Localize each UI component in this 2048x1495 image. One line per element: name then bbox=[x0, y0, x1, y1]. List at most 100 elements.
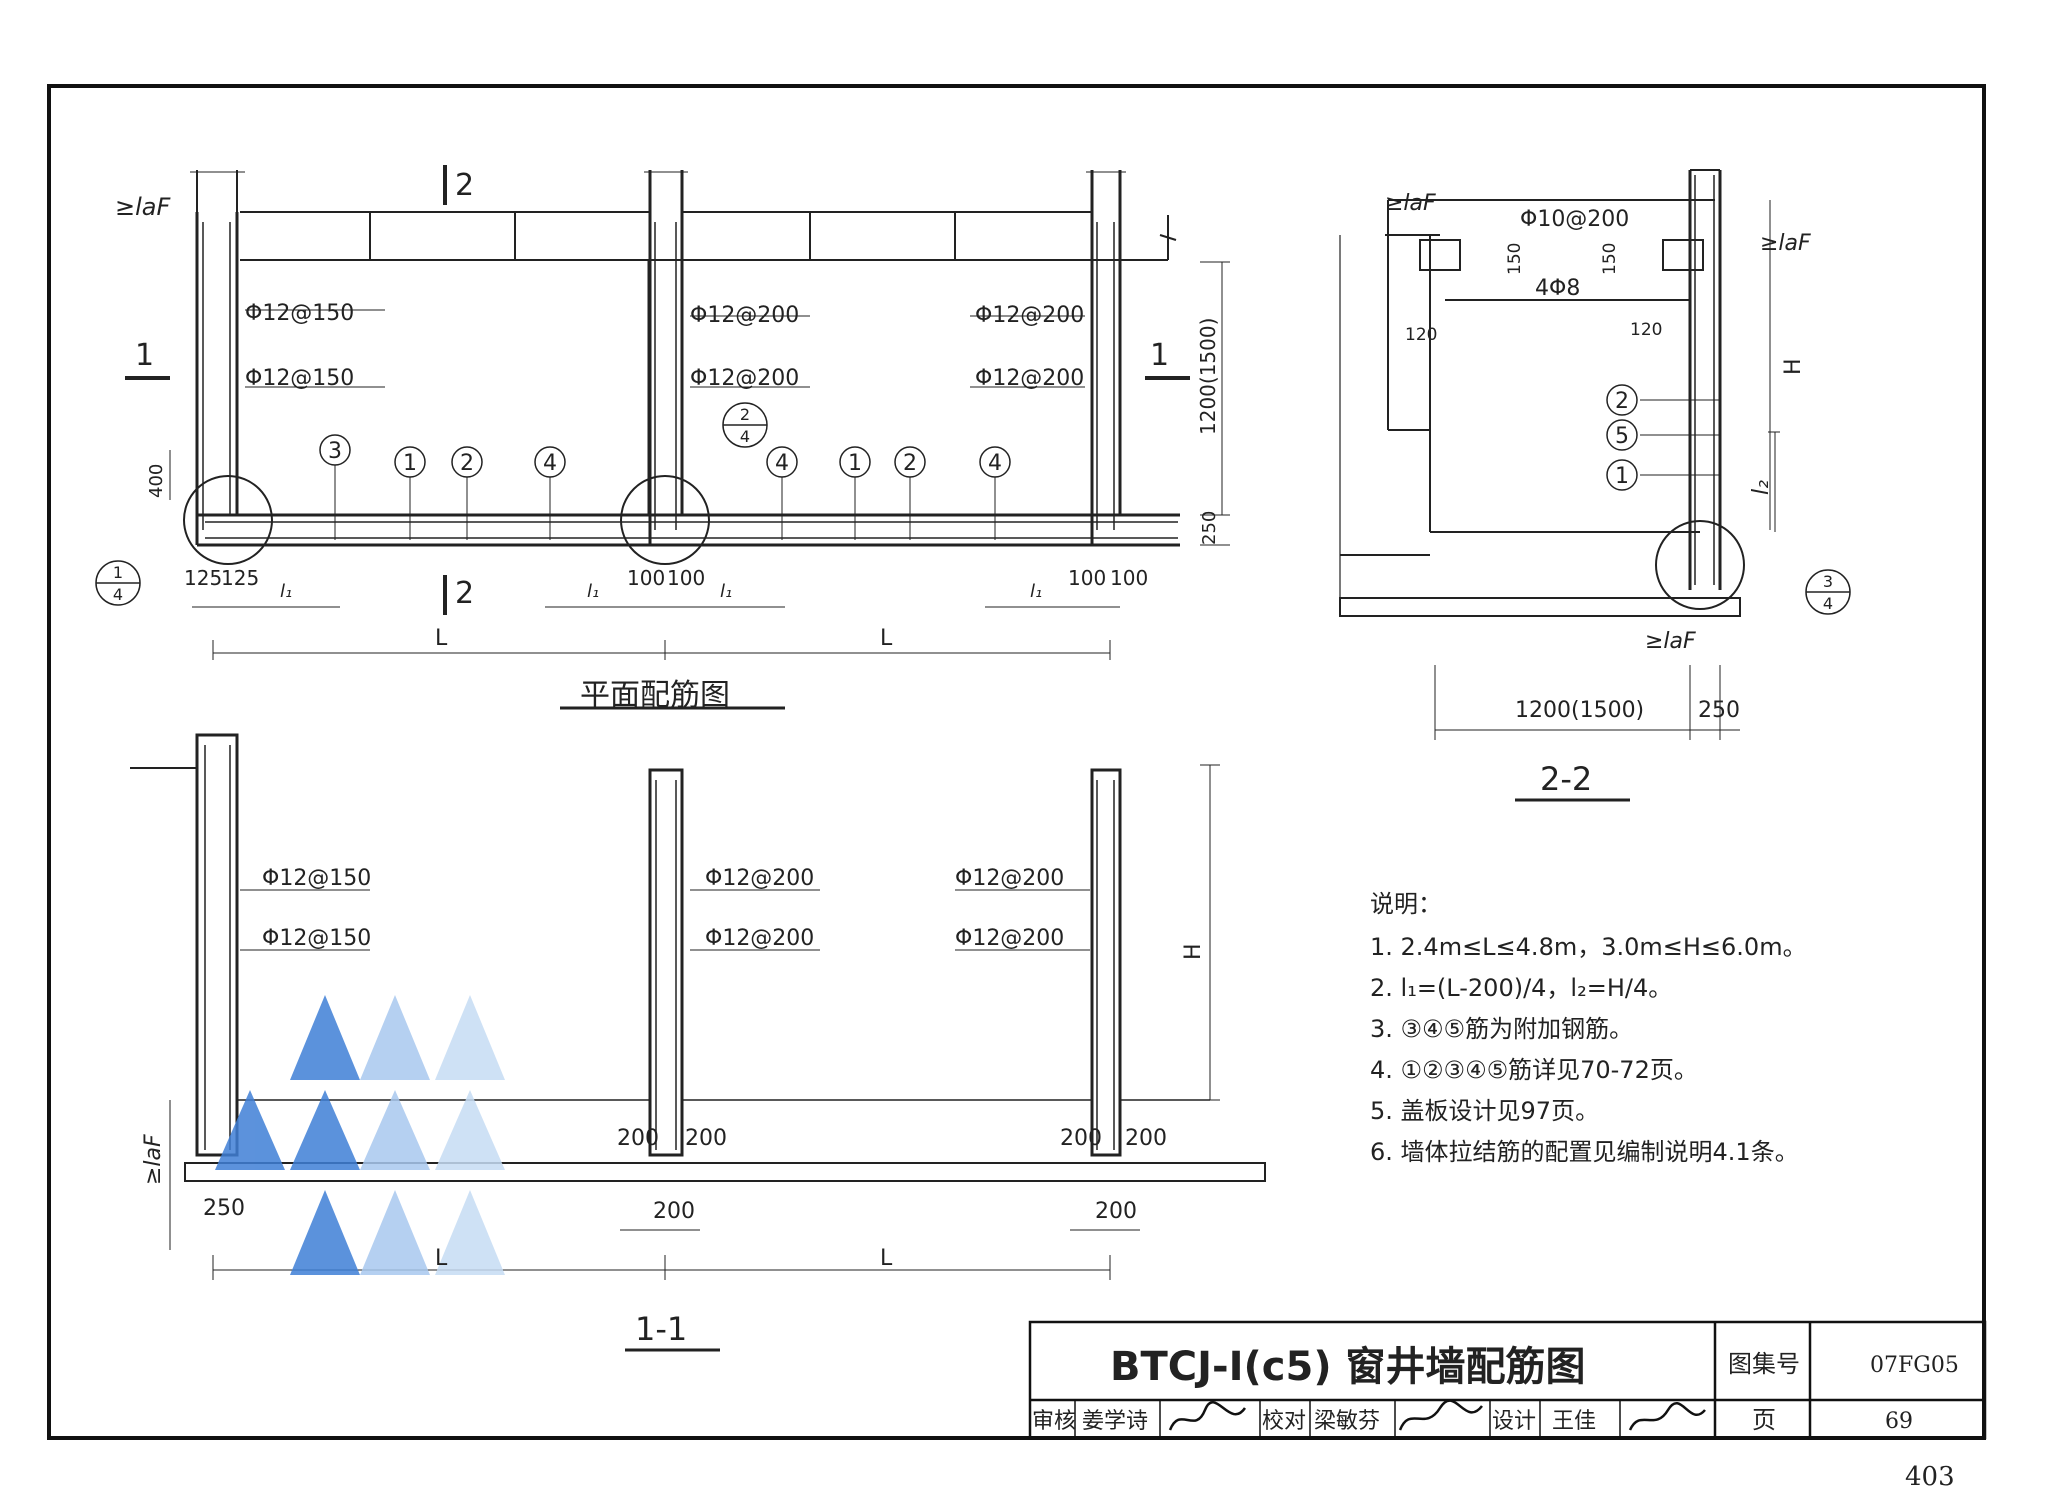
sec22-dim-150: 150 bbox=[1505, 243, 1525, 275]
callout-label: 2 bbox=[1615, 389, 1629, 414]
section-22-texts: Φ10@200 4Φ8 ≥laF ≥laF ≥laF 150 150 120 1… bbox=[1385, 191, 1811, 798]
drawing-title: BTCJ-I(c5) 窗井墙配筋图 bbox=[1110, 1344, 1586, 1390]
plan-section-mark-right: 1 bbox=[1150, 338, 1169, 373]
detail-den: 4 bbox=[740, 427, 750, 446]
sec11-dim-bottom: 200 bbox=[1095, 1199, 1137, 1224]
note-item: 3. ③④⑤筋为附加钢筋。 bbox=[1370, 1015, 1633, 1043]
callout-label: 1 bbox=[1615, 464, 1629, 489]
title-block bbox=[1028, 1320, 1987, 1440]
callout-label: 4 bbox=[988, 451, 1002, 476]
sec22-dim-120: 120 bbox=[1630, 320, 1662, 340]
notes-heading: 说明： bbox=[1370, 890, 1442, 918]
sec22-l2: l₂ bbox=[1749, 480, 1774, 495]
sec22-dim-width: 1200(1500) bbox=[1515, 698, 1644, 723]
plan-dim: 100 bbox=[1110, 566, 1148, 590]
callout-label: 3 bbox=[328, 439, 342, 464]
callout-label: 1 bbox=[403, 451, 417, 476]
detail-den: 4 bbox=[1823, 594, 1833, 613]
plan-texts: 1 1 2 2 Φ12@150 Φ12@150 Φ12@200 Φ12@200 … bbox=[115, 168, 1220, 713]
sec11-dim-bottom: 250 bbox=[203, 1196, 245, 1221]
sec11-dim-200: 200 bbox=[617, 1126, 659, 1151]
detail-den: 4 bbox=[113, 585, 123, 604]
plan-section-mark-top: 2 bbox=[455, 168, 474, 203]
sec11-rebar-label: Φ12@200 bbox=[955, 926, 1064, 951]
sec11-anchor: ≥laF bbox=[141, 1134, 166, 1185]
sec11-dim-200: 200 bbox=[1060, 1126, 1102, 1151]
note-item: 5. 盖板设计见97页。 bbox=[1370, 1097, 1599, 1125]
plan-dim-250: 250 bbox=[1199, 511, 1220, 545]
sheet-page-number: 403 bbox=[1905, 1462, 1955, 1492]
note-item: 6. 墙体拉结筋的配置见编制说明4.1条。 bbox=[1370, 1138, 1799, 1166]
sec11-rebar-label: Φ12@200 bbox=[955, 866, 1064, 891]
atlas-number: 07FG05 bbox=[1870, 1353, 1959, 1378]
plan-section-mark-bottom: 2 bbox=[455, 576, 474, 611]
sec22-rebar-top: Φ10@200 bbox=[1520, 207, 1629, 232]
callout-label: 2 bbox=[903, 451, 917, 476]
detail-num: 2 bbox=[740, 405, 750, 424]
plan-dim: 100 bbox=[1068, 566, 1106, 590]
notes: 说明： 1. 2.4m≤L≤4.8m，3.0m≤H≤6.0m。 2. l₁=(L… bbox=[1370, 890, 1807, 1166]
callout-label: 2 bbox=[460, 451, 474, 476]
atlas-label: 图集号 bbox=[1728, 1350, 1800, 1378]
sec11-title: 1-1 bbox=[635, 1310, 687, 1348]
page-number: 69 bbox=[1885, 1409, 1913, 1434]
plan-section-mark-left: 1 bbox=[135, 338, 154, 373]
plan-dim: l₁ bbox=[720, 581, 732, 602]
callout-label: 4 bbox=[543, 451, 557, 476]
plan-rebar-label: Φ12@200 bbox=[690, 366, 799, 391]
sec11-rebar-label: Φ12@150 bbox=[262, 926, 371, 951]
plan-anchor-label: ≥laF bbox=[115, 193, 171, 221]
plan-span: L bbox=[880, 626, 893, 651]
sec11-span: L bbox=[880, 1246, 893, 1271]
plan-dim: 125 bbox=[184, 566, 222, 590]
sec22-anchor-right: ≥laF bbox=[1760, 231, 1811, 256]
check-label: 校对 bbox=[1262, 1409, 1306, 1434]
plan-rebar-label: Φ12@200 bbox=[690, 303, 799, 328]
plan-rebar-label: Φ12@200 bbox=[975, 366, 1084, 391]
designer-name: 王佳 bbox=[1552, 1409, 1596, 1434]
checker-name: 梁敏芬 bbox=[1314, 1409, 1380, 1434]
note-item: 2. l₁=(L-200)/4，l₂=H/4。 bbox=[1370, 974, 1672, 1002]
callout-label: 4 bbox=[775, 451, 789, 476]
sec11-height: H bbox=[1181, 943, 1206, 960]
plan-title: 平面配筋图 bbox=[580, 678, 730, 713]
callout-label: 1 bbox=[848, 451, 862, 476]
plan-dim-1200: 1200(1500) bbox=[1196, 318, 1220, 435]
sec11-span: L bbox=[435, 1246, 448, 1271]
sec22-title: 2-2 bbox=[1540, 760, 1592, 798]
sec11-dim-200: 200 bbox=[1125, 1126, 1167, 1151]
design-label: 设计 bbox=[1492, 1409, 1536, 1434]
note-item: 1. 2.4m≤L≤4.8m，3.0m≤H≤6.0m。 bbox=[1370, 933, 1807, 961]
plan-dim: l₁ bbox=[1030, 581, 1042, 602]
detail-num: 1 bbox=[113, 563, 123, 582]
plan-rebar-label: Φ12@150 bbox=[245, 301, 354, 326]
plan-dim: l₁ bbox=[280, 581, 292, 602]
note-item: 4. ①②③④⑤筋详见70-72页。 bbox=[1370, 1056, 1698, 1084]
sec22-anchor-top: ≥laF bbox=[1385, 191, 1436, 216]
section-22-callouts: 2 5 1 3 4 bbox=[1606, 384, 1851, 615]
plan-span: L bbox=[435, 626, 448, 651]
watermark-logo bbox=[215, 995, 505, 1275]
plan-rebar-label: Φ12@200 bbox=[975, 303, 1084, 328]
plan-callouts: 3 1 2 4 4 1 2 4 1 4 2 4 bbox=[95, 402, 1011, 606]
plan-dim: l₁ bbox=[587, 581, 599, 602]
sec11-rebar-label: Φ12@150 bbox=[262, 866, 371, 891]
reviewer-name: 姜学诗 bbox=[1082, 1409, 1148, 1434]
sec22-dim-120: 120 bbox=[1405, 325, 1437, 345]
checker-signature bbox=[1398, 1399, 1483, 1431]
plan-view bbox=[125, 165, 1230, 710]
sec11-dim-bottom: 200 bbox=[653, 1199, 695, 1224]
designer-signature bbox=[1628, 1402, 1706, 1431]
callout-label: 5 bbox=[1615, 424, 1629, 449]
sec22-dim-wall: 250 bbox=[1698, 698, 1740, 723]
sec22-height: H bbox=[1781, 358, 1806, 375]
title-block-texts: BTCJ-I(c5) 窗井墙配筋图 图集号 07FG05 页 69 审核 姜学诗… bbox=[1032, 1344, 1959, 1434]
review-label: 审核 bbox=[1032, 1409, 1076, 1434]
sec11-rebar-label: Φ12@200 bbox=[705, 866, 814, 891]
sec22-rebar-bar: 4Φ8 bbox=[1535, 276, 1580, 301]
section-11-texts: Φ12@150 Φ12@150 Φ12@200 Φ12@200 Φ12@200 … bbox=[141, 866, 1206, 1348]
sec11-dim-200: 200 bbox=[685, 1126, 727, 1151]
sheet-border bbox=[47, 84, 1986, 1440]
plan-dim: 100 bbox=[627, 566, 665, 590]
